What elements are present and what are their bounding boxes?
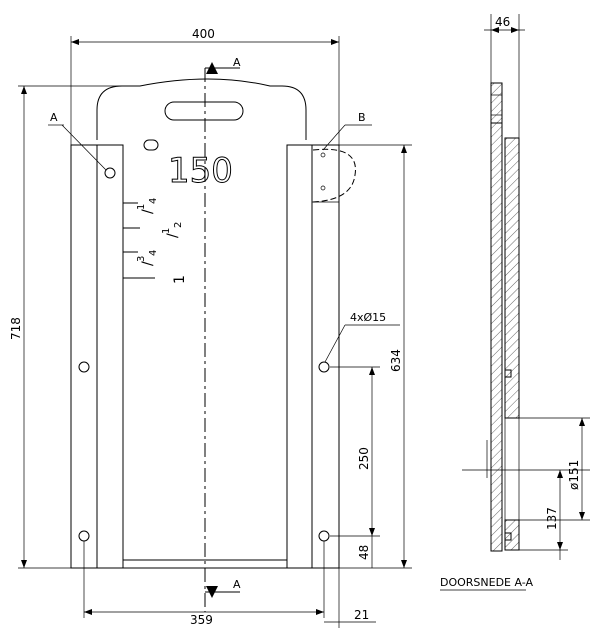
dim-400-text: 400 bbox=[192, 27, 215, 41]
svg-text:4: 4 bbox=[148, 198, 159, 204]
hole-bottom-right bbox=[318, 530, 330, 542]
section-screw-bottom bbox=[504, 532, 512, 541]
svg-text:1: 1 bbox=[161, 228, 172, 234]
svg-text:1: 1 bbox=[136, 204, 147, 210]
fraction-quarter: 1 / 4 bbox=[136, 198, 159, 214]
dim-137-text: 137 bbox=[545, 507, 559, 530]
right-rail-outer bbox=[286, 144, 340, 569]
marking-one: 1 bbox=[172, 275, 188, 284]
small-slot bbox=[143, 139, 159, 151]
hole-spec-label: 4xØ15 bbox=[350, 311, 386, 324]
front-view: A A 150 1 / 4 1 / 2 3 / 4 1 A bbox=[48, 56, 400, 612]
detail-b-leader bbox=[322, 124, 346, 151]
section-arrow-bottom-head bbox=[206, 586, 218, 598]
section-arrow-top-label: A bbox=[233, 56, 241, 69]
detail-a-leader bbox=[61, 124, 107, 171]
dim-46-text: 46 bbox=[495, 15, 510, 29]
svg-text:2: 2 bbox=[173, 222, 184, 228]
dim-48-text: 48 bbox=[357, 545, 371, 560]
detail-b-circle bbox=[312, 148, 356, 203]
hole-mid-left bbox=[78, 361, 90, 373]
section-rail bbox=[504, 137, 520, 419]
section-arrow-bottom-label: A bbox=[233, 578, 241, 591]
capacity-marking: 150 bbox=[168, 151, 233, 191]
dim-21-text: 21 bbox=[354, 608, 369, 622]
section-title: DOORSNEDE A-A bbox=[440, 576, 534, 589]
section-screw-mid bbox=[504, 369, 512, 378]
dim-250-text: 250 bbox=[357, 447, 371, 470]
hole-mid-right bbox=[318, 361, 330, 373]
handle-slot bbox=[164, 101, 244, 121]
dim-634-text: 634 bbox=[389, 349, 403, 372]
dim-359-text: 359 bbox=[190, 613, 213, 627]
svg-text:4: 4 bbox=[148, 250, 159, 256]
section-arrow-top-head bbox=[206, 62, 218, 74]
detail-b-label: B bbox=[358, 111, 366, 124]
svg-text:3: 3 bbox=[136, 256, 147, 262]
fraction-three-quarter: 3 / 4 bbox=[136, 250, 159, 266]
detail-b-dot2 bbox=[320, 185, 326, 191]
section-rail-lower bbox=[504, 519, 520, 551]
section-plate-main bbox=[490, 82, 503, 552]
dim-151-text: ø151 bbox=[567, 460, 581, 490]
svg-text:/: / bbox=[165, 233, 181, 238]
detail-a-label: A bbox=[50, 111, 58, 124]
fraction-half: 1 / 2 bbox=[161, 222, 184, 238]
detail-b-dot1 bbox=[320, 152, 326, 158]
hole-top-left bbox=[104, 167, 116, 179]
svg-text:/: / bbox=[140, 209, 156, 214]
hole-bottom-left bbox=[78, 530, 90, 542]
hole-spec-leader bbox=[324, 324, 346, 363]
section-view: 46 ø151 137 DOORSNEDE A-A bbox=[440, 14, 590, 591]
section-handle-top bbox=[490, 82, 503, 124]
svg-text:/: / bbox=[140, 261, 156, 266]
dim-718-text: 718 bbox=[9, 317, 23, 340]
handle-outline bbox=[96, 78, 307, 140]
front-dimensions: 400 718 634 250 48 359 21 bbox=[9, 27, 412, 628]
